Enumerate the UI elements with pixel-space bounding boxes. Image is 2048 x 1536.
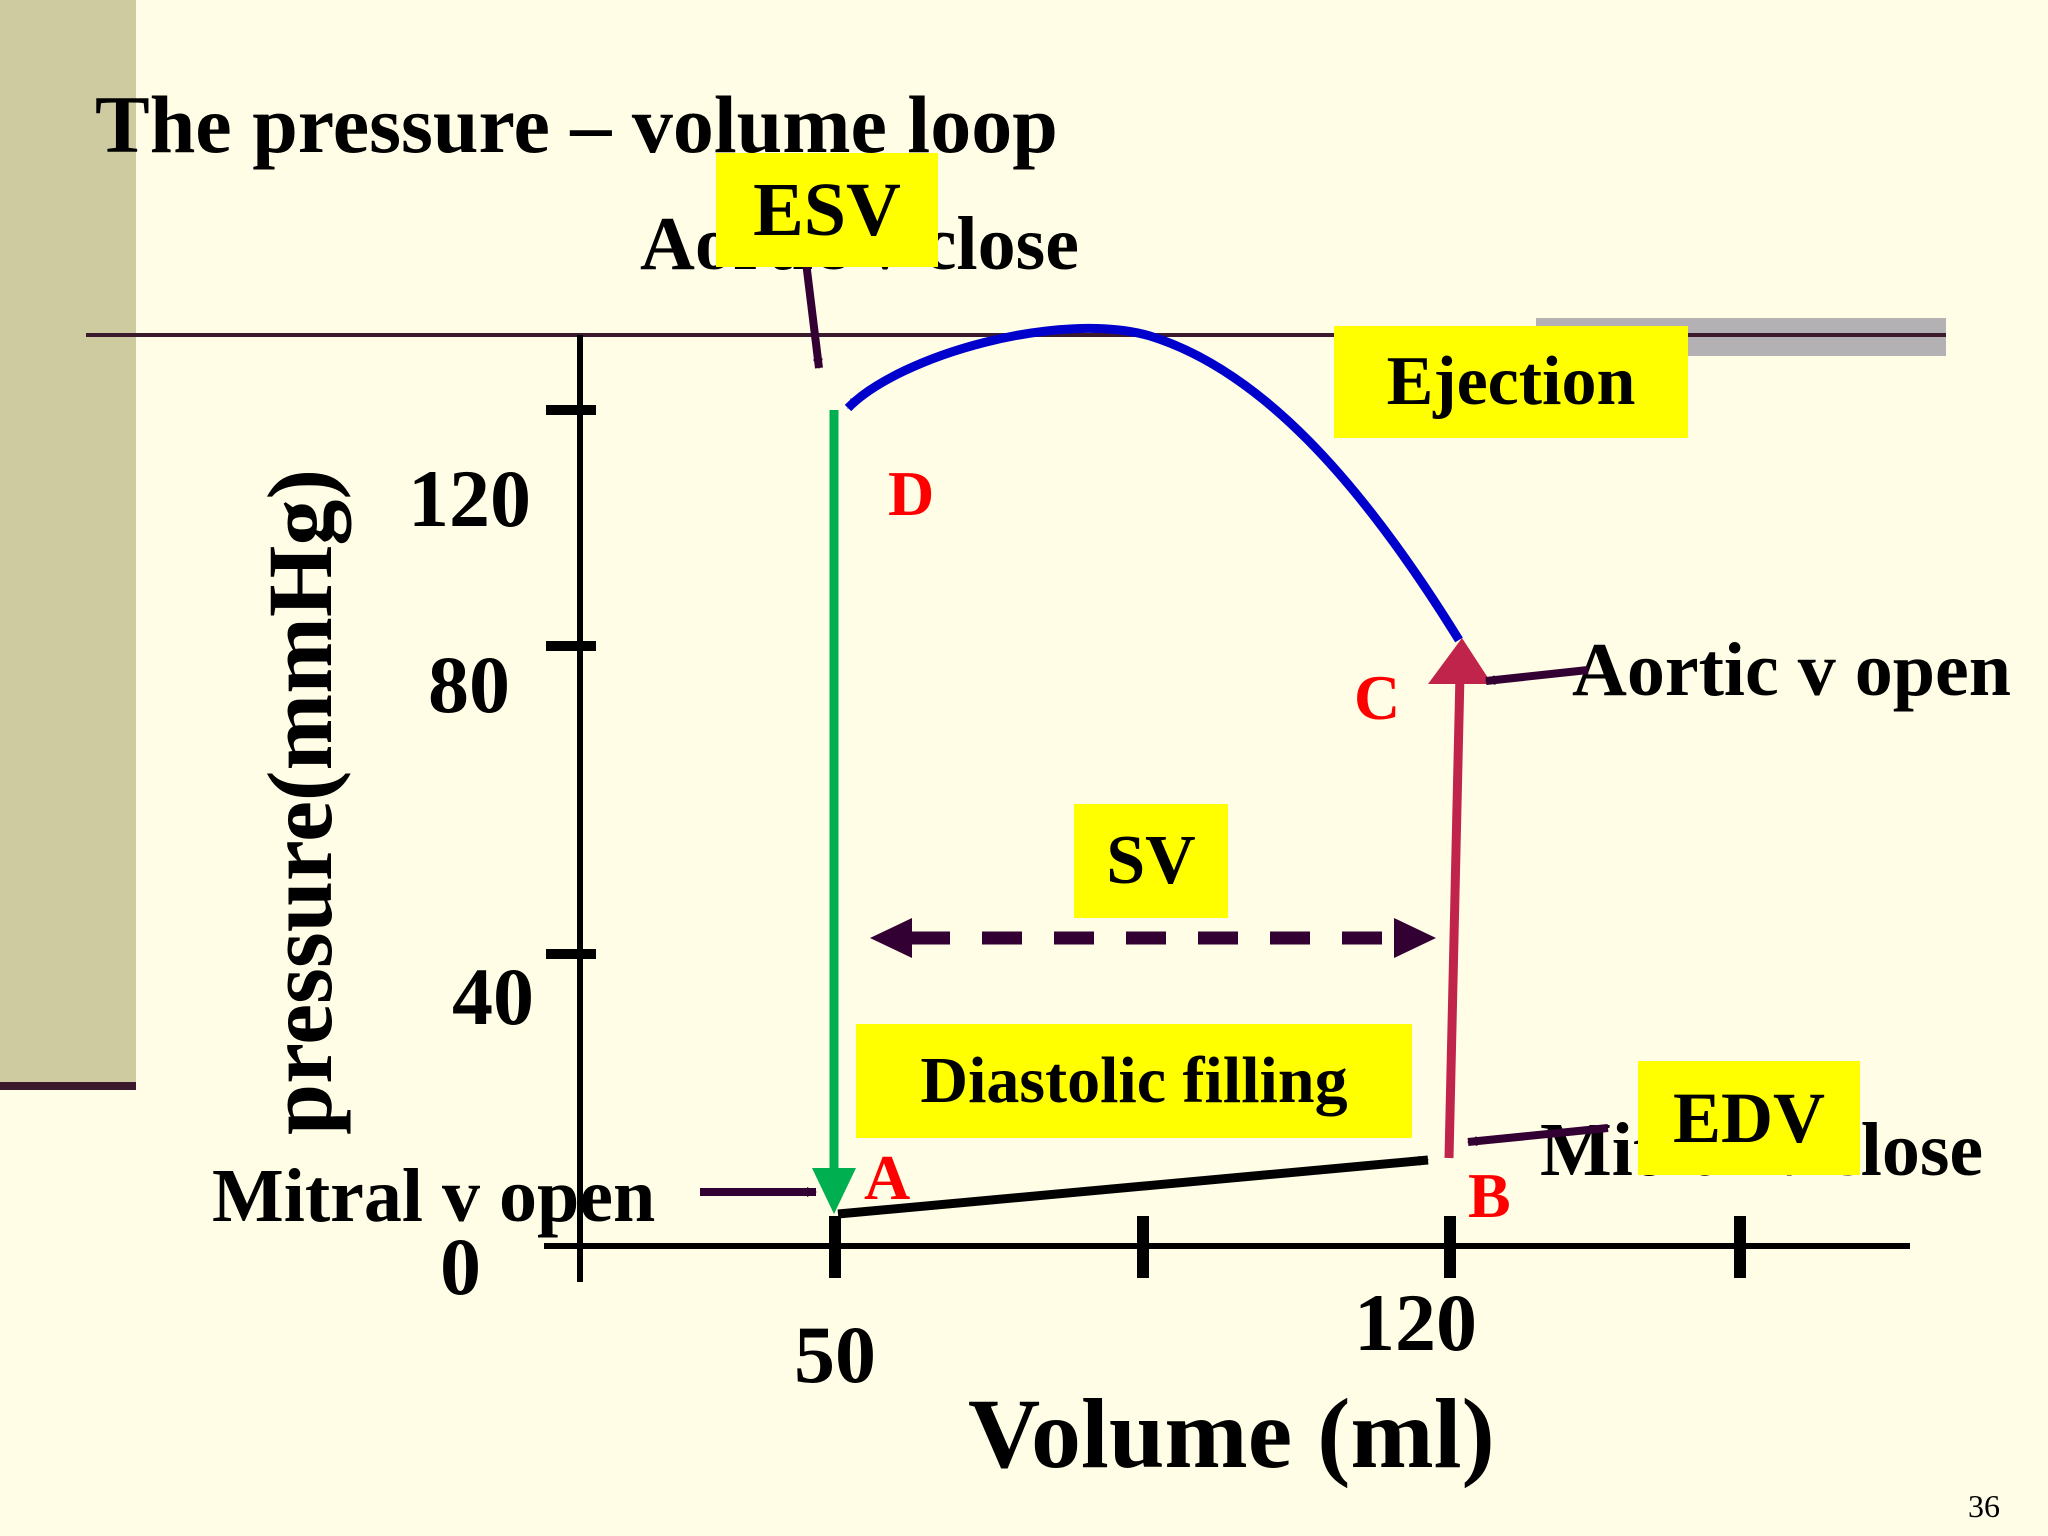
point-label-c: C [1354,662,1401,733]
aortic-valve-open-label: Aortic v open [1572,628,2012,712]
isovolumic-relaxation-arrowhead [812,1168,856,1214]
diastolic-filling-highlight: Diastolic filling [856,1024,1412,1138]
y-tick-label-0: 0 [440,1221,481,1312]
top-decor-rule-right [1536,333,1946,337]
left-decor-bar [0,0,136,1082]
esv-highlight: ESV [716,153,938,267]
point-label-b: B [1468,1160,1511,1231]
ejection-highlight: Ejection [1334,326,1688,438]
x-axis-label: Volume (ml) [968,1378,1495,1489]
y-tick-label-120: 120 [408,453,531,544]
point-label-a: A [864,1142,911,1213]
x-tick-label-50: 50 [794,1309,876,1400]
ejection-curve [844,323,1463,643]
stroke-volume-right-arrowhead [1394,918,1436,958]
sv-highlight: SV [1074,804,1228,918]
slide-title: The pressure – volume loop [95,79,1058,170]
aortic-close-pointer-arrow [802,261,823,369]
page-number: 36 [1968,1488,2000,1524]
left-decor-line [0,1082,136,1090]
aortic-open-pointer-arrow [1485,666,1589,686]
edv-highlight: EDV [1638,1061,1860,1175]
stroke-volume-left-arrowhead [870,918,912,958]
diastolic-filling-line [837,1155,1429,1219]
x-tick-label-120: 120 [1354,1277,1477,1368]
isovolumic-contraction-arrowhead [1428,638,1492,684]
isovolumic-contraction-line [1444,673,1465,1159]
point-label-d: D [888,458,935,529]
y-tick-label-80: 80 [428,639,510,730]
y-tick-label-40: 40 [452,951,534,1042]
mitral-close-pointer-arrow [1467,1124,1609,1147]
